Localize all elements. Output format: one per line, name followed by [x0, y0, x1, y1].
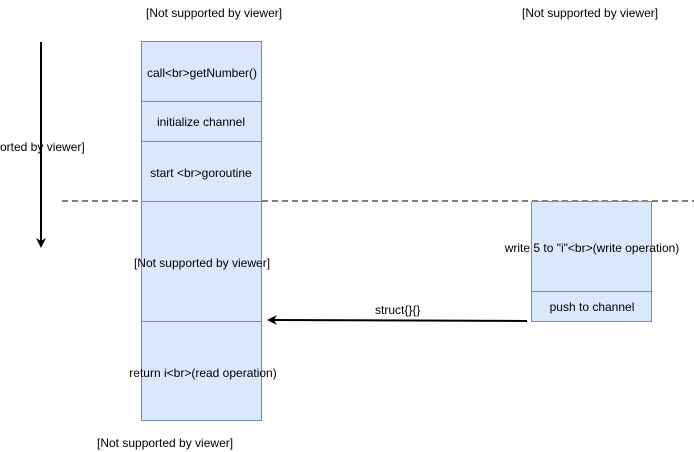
push-label: push to channel [549, 300, 635, 314]
top-left-label: [Not supported by viewer] [146, 6, 283, 20]
left-side-label: orted by viewer] [0, 140, 85, 154]
init-channel-box [141, 101, 262, 142]
write-label: write 5 to "i"<br>(write operation) [504, 241, 680, 255]
wait-box [141, 201, 262, 322]
bottom-label: [Not supported by viewer] [97, 436, 234, 450]
write-box [531, 201, 652, 292]
start-goroutine-box [141, 141, 262, 202]
wait-label: [Not supported by viewer] [133, 256, 271, 270]
return-label: return i<br>(read operation) [129, 366, 277, 380]
return-box [141, 321, 262, 421]
channel-arrow [267, 315, 528, 326]
init-channel-label: initialize channel [156, 115, 246, 129]
top-right-label: [Not supported by viewer] [522, 6, 659, 20]
start-goroutine-label: start <br>goroutine [150, 166, 252, 180]
arrow-label: struct{}{} [375, 303, 421, 317]
push-box [531, 291, 652, 322]
call-box [141, 41, 262, 102]
call-label: call<br>getNumber() [146, 66, 258, 80]
